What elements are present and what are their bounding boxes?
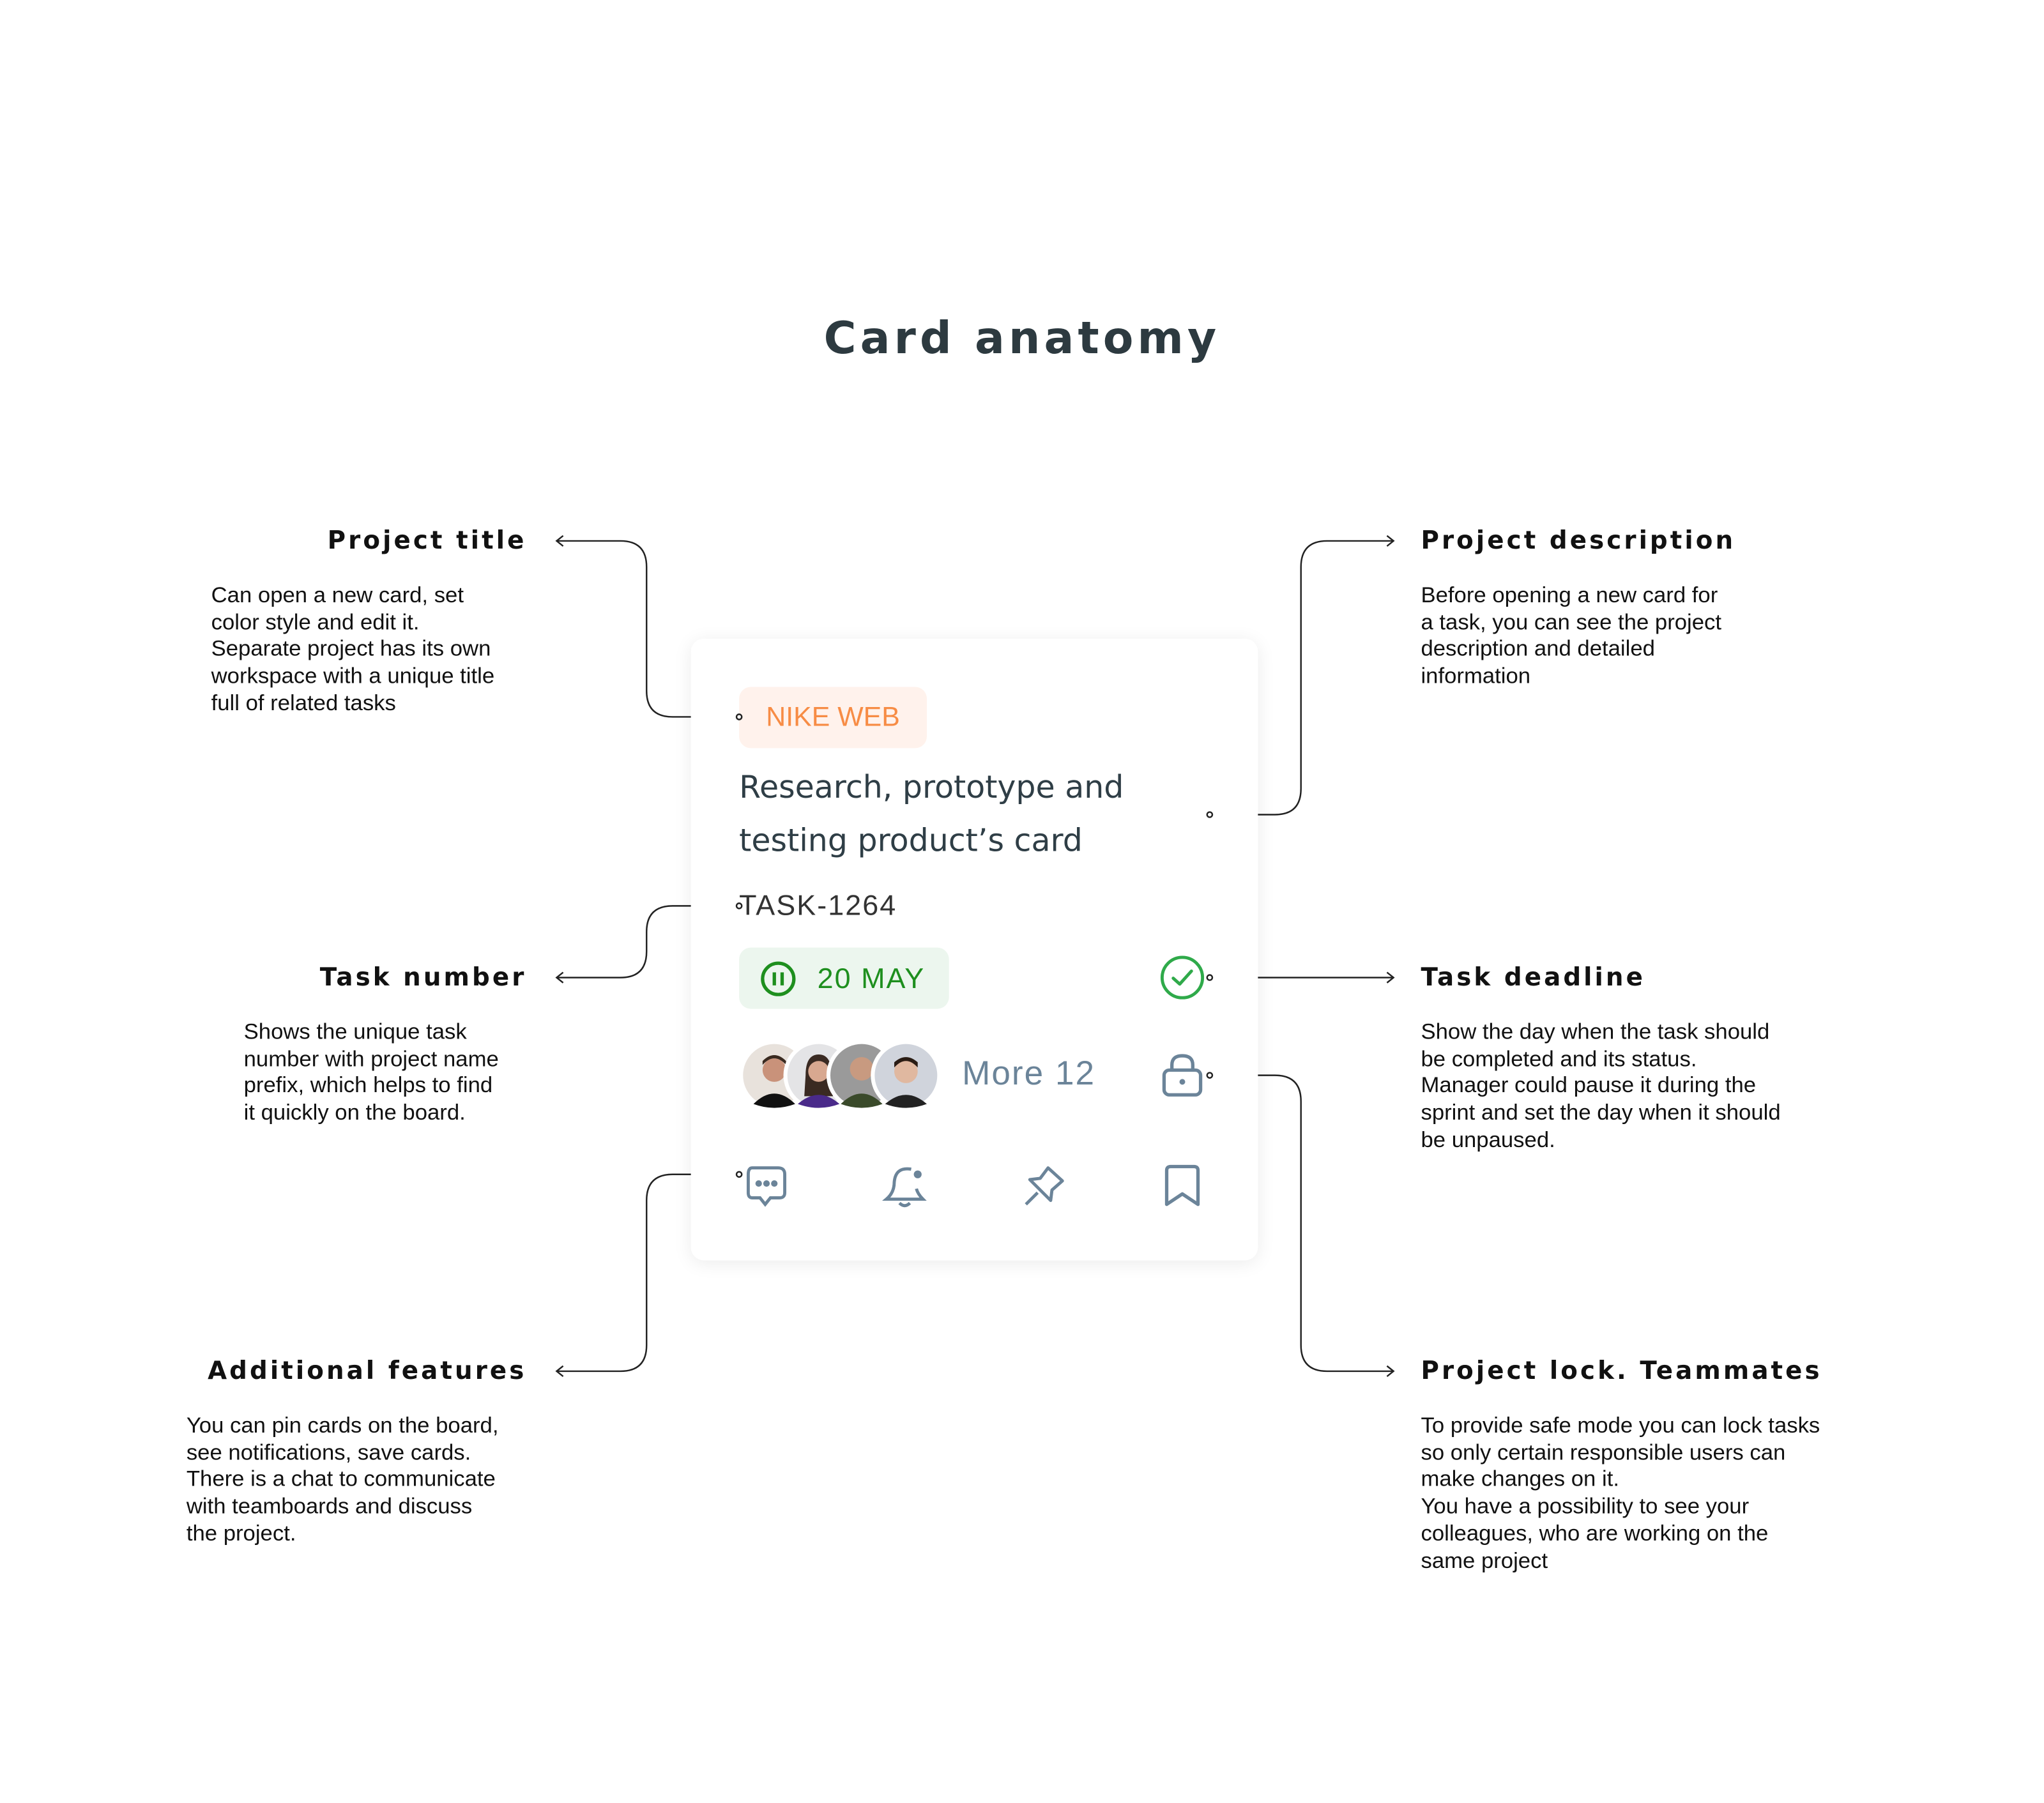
bookmark-icon[interactable]: [1160, 1164, 1204, 1208]
label-project-lock: Project lock. Teammates: [1421, 1357, 1822, 1386]
desc-project-lock: To provide safe mode you can lock tasks …: [1421, 1413, 1820, 1573]
bell-icon[interactable]: [881, 1164, 927, 1208]
task-card[interactable]: NIKE WEB Research, prototype and testing…: [690, 638, 1258, 1261]
desc-task-number: Shows the unique task number with projec…: [243, 1019, 499, 1125]
arrowheads: [555, 535, 1395, 1378]
desc-project-description: Before opening a new card for a task, yo…: [1421, 582, 1722, 688]
check-circle-icon[interactable]: [1160, 955, 1205, 1000]
label-project-description: Project description: [1421, 526, 1736, 556]
card-heading-line-1: Research, prototype and: [739, 769, 1124, 806]
pause-icon[interactable]: [760, 961, 797, 997]
connector-additional-features: [558, 1173, 737, 1373]
connector-project-description: [1212, 540, 1392, 816]
connector-project-title: [558, 540, 737, 718]
label-additional-features: Additional features: [208, 1357, 527, 1386]
deadline-badge[interactable]: 20 MAY: [739, 947, 949, 1009]
page-title: Card anatomy: [823, 312, 1221, 365]
connector-task-number: [558, 905, 737, 978]
member-avatars[interactable]: [738, 1039, 947, 1112]
label-project-title: Project title: [327, 526, 527, 556]
desc-task-deadline: Show the day when the task should be com…: [1421, 1019, 1781, 1152]
label-task-deadline: Task deadline: [1421, 963, 1645, 993]
lock-icon[interactable]: [1160, 1052, 1204, 1099]
deadline-date: 20 MAY: [817, 962, 926, 995]
avatar: [871, 1040, 942, 1111]
chat-icon[interactable]: [744, 1164, 788, 1208]
pin-icon[interactable]: [1022, 1164, 1066, 1208]
more-members-count[interactable]: More 12: [962, 1053, 1096, 1093]
project-tag[interactable]: NIKE WEB: [739, 687, 927, 749]
card-heading-line-2: testing product’s card: [739, 822, 1083, 859]
desc-additional-features: You can pin cards on the board, see noti…: [186, 1413, 499, 1546]
task-number: TASK-1264: [739, 888, 897, 922]
connector-project-lock: [1212, 1074, 1392, 1373]
desc-project-title: Can open a new card, set color style and…: [211, 582, 495, 716]
label-task-number: Task number: [319, 963, 527, 993]
